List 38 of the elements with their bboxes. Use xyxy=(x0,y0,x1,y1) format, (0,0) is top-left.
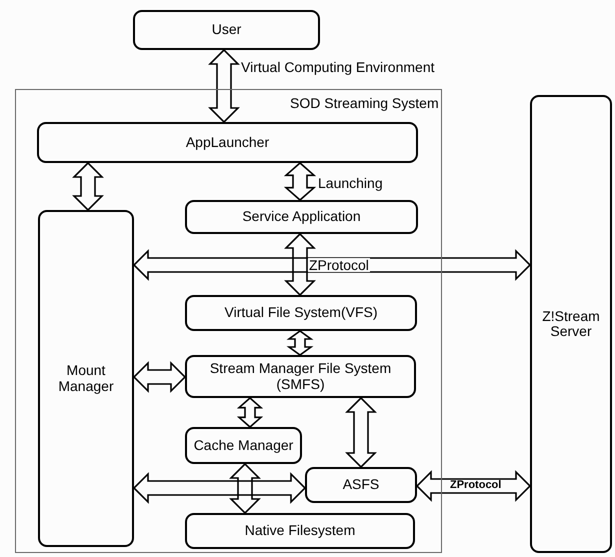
box-label: Native Filesystem xyxy=(244,523,356,539)
box-label: ASFS xyxy=(342,477,380,493)
double-arrow xyxy=(345,396,377,468)
edge-label: Launching xyxy=(318,176,383,190)
box-label: Stream Manager File System (SMFS) xyxy=(208,361,392,392)
double-arrow xyxy=(236,396,264,428)
box-label: User xyxy=(210,22,242,38)
rounded-box xyxy=(185,427,302,464)
edge-label: ZProtocol xyxy=(449,480,502,491)
box-label: Z!Stream Server xyxy=(541,308,601,340)
rounded-box xyxy=(530,95,612,553)
box-label: AppLauncher xyxy=(184,134,270,150)
double-arrow xyxy=(132,361,186,393)
edge-label: ZProtocol xyxy=(308,258,370,272)
double-arrow xyxy=(208,48,240,124)
rounded-box xyxy=(37,122,418,163)
box-label: Virtual File System(VFS) xyxy=(224,305,378,321)
double-arrow xyxy=(284,232,316,296)
double-arrow xyxy=(72,162,104,212)
double-arrow xyxy=(132,472,306,504)
box-label: Mount Manager xyxy=(57,363,115,394)
rounded-box xyxy=(185,200,418,234)
rounded-box xyxy=(185,295,417,331)
box-label: Cache Manager xyxy=(192,438,294,454)
double-arrow xyxy=(229,462,261,514)
system-boundary xyxy=(15,89,442,553)
rounded-box xyxy=(38,210,134,547)
rounded-box xyxy=(185,513,415,549)
double-arrow xyxy=(416,470,532,502)
system-title: SOD Streaming System xyxy=(290,96,439,112)
double-arrow xyxy=(284,162,316,202)
double-arrow xyxy=(132,249,532,281)
double-arrow xyxy=(286,330,314,356)
rounded-box xyxy=(133,10,320,50)
edge-label: Virtual Computing Environment xyxy=(241,60,435,74)
box-label: Service Application xyxy=(241,209,362,225)
rounded-box xyxy=(185,355,416,398)
rounded-box xyxy=(305,467,417,503)
